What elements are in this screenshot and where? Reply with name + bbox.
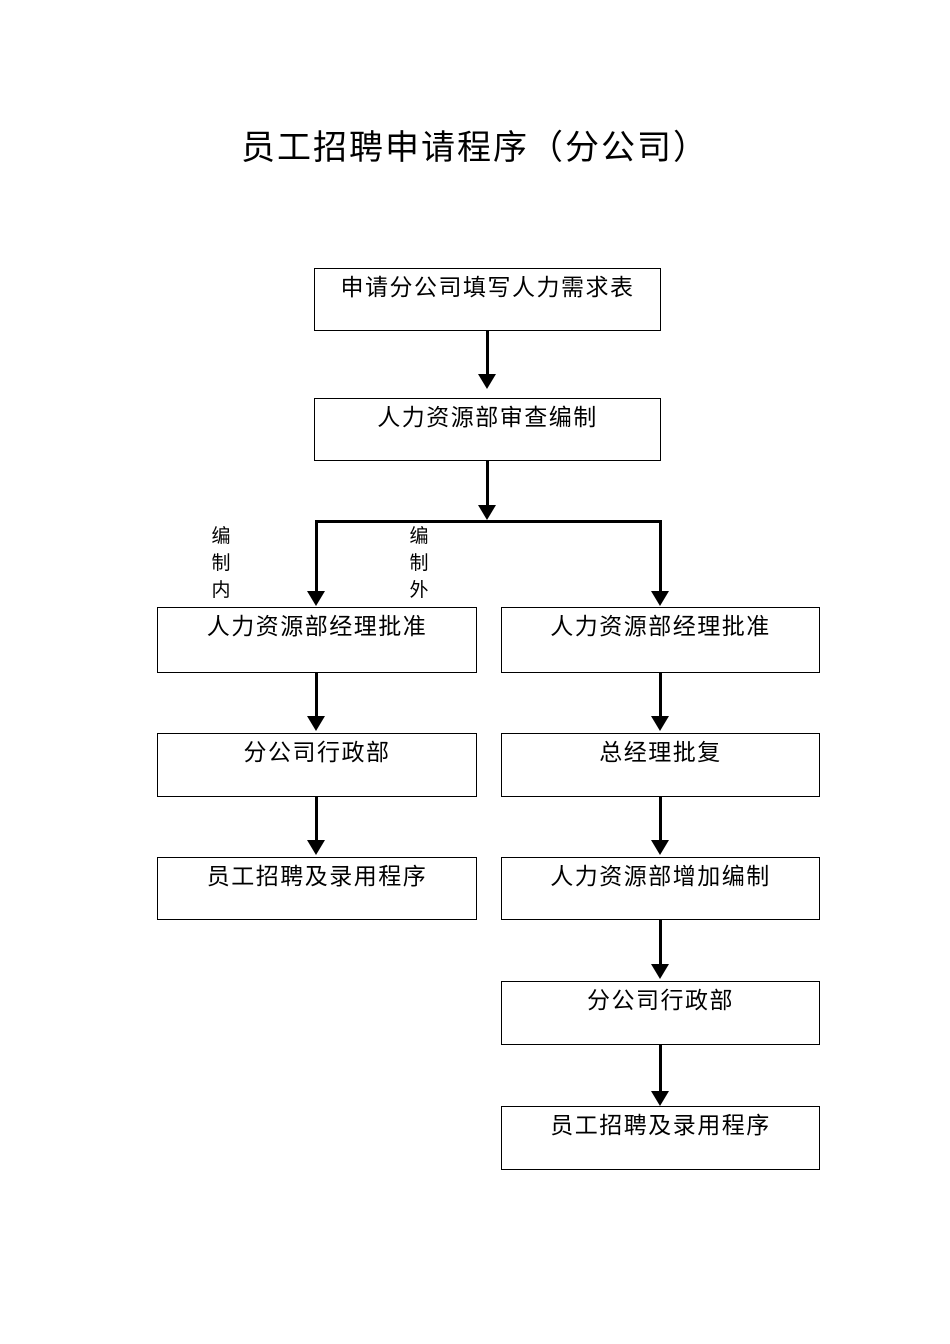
edge-n8-n9-line (659, 920, 662, 966)
flow-node-apply-branch-form[interactable]: 申请分公司填写人力需求表 (314, 268, 661, 331)
edge-n4-n6-arrow (651, 716, 669, 731)
edge-n9-n10-line (659, 1045, 662, 1093)
edge-n6-n8-line (659, 797, 662, 842)
edge-n5-n7-line (315, 797, 318, 842)
flow-node-label: 总经理批复 (599, 740, 722, 765)
edge-n9-n10-arrow (651, 1091, 669, 1106)
flow-node-label: 人力资源部经理批准 (550, 614, 771, 639)
branch-split-bus (315, 520, 662, 523)
edge-n2-n3-arrow (307, 591, 325, 606)
branch-label-outside-headcount: 编 制 外 (406, 524, 432, 605)
flow-node-label: 人力资源部审查编制 (377, 405, 598, 430)
flow-node-hr-manager-approval-left[interactable]: 人力资源部经理批准 (157, 607, 477, 673)
edge-n1-n2-line (486, 331, 489, 376)
edge-n2-n3-line (315, 520, 318, 593)
branch-label-char: 内 (211, 579, 231, 601)
flow-node-branch-admin-left[interactable]: 分公司行政部 (157, 733, 477, 797)
edge-n3-n5-arrow (307, 716, 325, 731)
flow-node-label: 分公司行政部 (243, 740, 391, 765)
edge-n5-n7-arrow (307, 840, 325, 855)
flow-node-hr-review-headcount[interactable]: 人力资源部审查编制 (314, 398, 661, 461)
branch-label-char: 编 (211, 526, 231, 547)
edge-n2-split-arrow (478, 505, 496, 520)
page-title: 员工招聘申请程序（分公司） (241, 130, 709, 167)
flow-node-recruit-hire-process-right[interactable]: 员工招聘及录用程序 (501, 1106, 820, 1170)
flow-node-label: 人力资源部经理批准 (206, 614, 428, 639)
flow-node-label: 员工招聘及录用程序 (550, 1113, 771, 1138)
flow-node-hr-manager-approval-right[interactable]: 人力资源部经理批准 (501, 607, 820, 673)
edge-n2-n4-line (659, 520, 662, 593)
branch-label-within-headcount: 编 制 内 (208, 524, 234, 605)
edge-n4-n6-line (659, 673, 662, 718)
flow-node-label: 申请分公司填写人力需求表 (340, 275, 635, 300)
branch-label-char: 制 (211, 552, 231, 574)
edge-n2-split-line (486, 461, 489, 507)
branch-label-char: 外 (409, 579, 429, 601)
flow-node-gm-reply[interactable]: 总经理批复 (501, 733, 820, 797)
edge-n6-n8-arrow (651, 840, 669, 855)
flow-node-recruit-hire-process-left[interactable]: 员工招聘及录用程序 (157, 857, 477, 920)
edge-n3-n5-line (315, 673, 318, 718)
edge-n1-n2-arrow (478, 374, 496, 389)
flow-node-hr-increase-headcount[interactable]: 人力资源部增加编制 (501, 857, 820, 920)
edge-n8-n9-arrow (651, 964, 669, 979)
flow-node-label: 分公司行政部 (587, 988, 734, 1013)
flow-node-branch-admin-right[interactable]: 分公司行政部 (501, 981, 820, 1045)
branch-label-char: 制 (409, 552, 429, 574)
flow-node-label: 员工招聘及录用程序 (206, 864, 428, 889)
flow-node-label: 人力资源部增加编制 (550, 864, 771, 889)
branch-label-char: 编 (409, 526, 429, 547)
edge-n2-n4-arrow (651, 591, 669, 606)
